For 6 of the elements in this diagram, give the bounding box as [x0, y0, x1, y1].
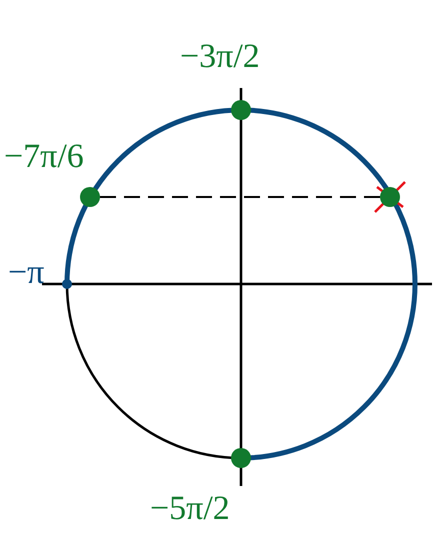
angle-label: −π — [8, 256, 44, 290]
dashed-line — [100, 196, 380, 198]
angle-label: −3π/2 — [180, 40, 260, 74]
point-marker — [80, 187, 100, 207]
angle-label: −7π/6 — [4, 140, 84, 174]
angle-label: −5π/2 — [150, 492, 230, 526]
